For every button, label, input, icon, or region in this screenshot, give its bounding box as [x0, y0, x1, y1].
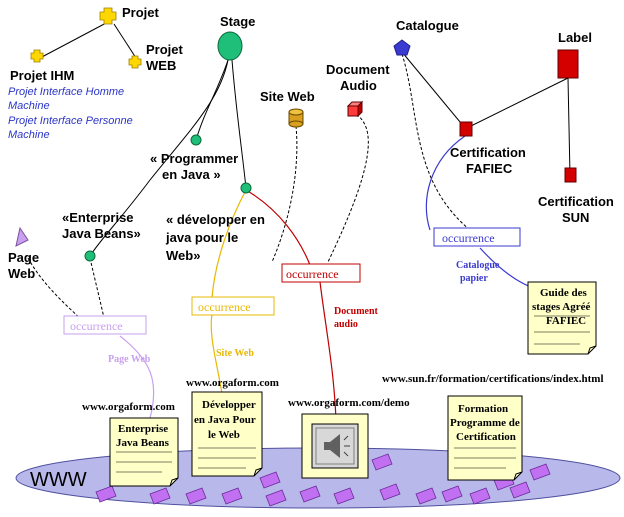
programmer-node-icon	[190, 134, 202, 146]
url-orgaform-2: www.orgaform.com	[82, 401, 175, 413]
cert-fafiec-label-1: Certification	[450, 145, 526, 160]
developper-label-1: « développer en	[166, 212, 265, 227]
guide-text-3: FAFIEC	[546, 315, 586, 327]
cert-sun-icon	[564, 167, 577, 183]
cert-sun-label-2: SUN	[562, 210, 589, 225]
document-audio-label-2: Audio	[340, 78, 377, 93]
association-lines	[39, 21, 571, 257]
cert-sun-label-1: Certification	[538, 194, 614, 209]
projet-label: Projet	[122, 5, 160, 20]
document-audio-label-1: Document	[326, 62, 390, 77]
enterprise-java-beans-doc: Enterprise Java Beans	[109, 417, 179, 487]
dev-doc-text-1: Développer	[202, 399, 256, 411]
developper-label-3: Web»	[166, 248, 200, 263]
occurrence-site-text: occurrence	[198, 300, 251, 314]
audio-connector	[327, 111, 369, 263]
ejb-node-icon	[84, 250, 96, 262]
occurrence-audio-text: occurrence	[286, 267, 339, 281]
ejb-doc-text-1: Enterprise	[118, 423, 168, 435]
ejb-connector	[89, 257, 105, 319]
formation-text-3: Certification	[456, 431, 516, 443]
ihm-variant-2: Machine	[8, 100, 50, 112]
page-web-icon	[15, 226, 29, 247]
audio-to-doc-line	[319, 281, 337, 421]
guide-text-1: Guide des	[540, 287, 587, 299]
role-document-audio-2: audio	[334, 319, 358, 330]
occurrence-page-box: occurrence	[63, 315, 147, 335]
projet-web-label-1: Projet	[146, 42, 184, 57]
ihm-variant-1: Projet Interface Homme	[8, 86, 124, 98]
audio-player-doc	[301, 413, 369, 479]
site-web-connector	[271, 125, 298, 263]
ejb-doc-text-2: Java Beans	[116, 437, 170, 449]
developper-label-2: java pour le	[165, 230, 238, 245]
www-label: WWW	[30, 469, 87, 491]
role-catalogue-papier-2: papier	[460, 273, 488, 284]
occurrence-page-text: occurrence	[70, 319, 123, 333]
site-web-label: Site Web	[260, 89, 315, 104]
projet-web-icon	[128, 55, 142, 69]
role-catalogue-papier-1: Catalogue	[456, 260, 500, 271]
developper-node-icon	[240, 182, 252, 194]
stage-icon	[217, 31, 243, 61]
label-icon	[557, 49, 579, 79]
projet-ihm-icon	[30, 49, 44, 63]
document-audio-icon	[346, 100, 364, 118]
ihm-variant-4: Machine	[8, 129, 50, 141]
url-orgaform-1: www.orgaform.com	[186, 377, 279, 389]
occurrence-catalogue-text: occurrence	[442, 231, 495, 245]
role-page-web: Page Web	[108, 354, 151, 365]
occurrence-site-box: occurrence	[191, 296, 275, 316]
ejb-label-1: «Enterprise	[62, 210, 134, 225]
page-web-label-2: Web	[8, 266, 35, 281]
ihm-variant-3: Projet Interface Personne	[8, 115, 133, 127]
guide-text-2: stages Agréé	[532, 301, 590, 313]
stage-label: Stage	[220, 14, 255, 29]
projet-web-label-2: WEB	[146, 58, 176, 73]
dev-to-audio-line	[245, 189, 311, 266]
site-web-icon	[288, 108, 304, 128]
occurrence-catalogue-box: occurrence	[433, 227, 521, 247]
programmer-label-2: en Java »	[162, 167, 221, 182]
url-orgaform-demo: www.orgaform.com/demo	[288, 397, 410, 409]
formation-text-1: Formation	[458, 403, 508, 415]
speaker-icon	[324, 434, 350, 458]
cert-fafiec-label-2: FAFIEC	[466, 161, 513, 176]
programmer-label-1: « Programmer	[150, 151, 238, 166]
cert-to-catalogue-line	[425, 135, 466, 231]
dev-to-site-line	[211, 189, 247, 299]
page-web-label-1: Page	[8, 250, 39, 265]
projet-icon	[99, 7, 117, 25]
page-to-doc-line	[119, 335, 155, 419]
dev-doc-text-3: le Web	[208, 429, 240, 441]
url-sun: www.sun.fr/formation/certifications/inde…	[382, 373, 604, 385]
ejb-label-2: Java Beans»	[62, 226, 141, 241]
catalogue-icon	[393, 39, 411, 56]
role-site-web: Site Web	[216, 348, 254, 359]
formation-certification-doc: Formation Programme de Certification	[447, 395, 523, 481]
role-document-audio-1: Document	[334, 306, 379, 317]
projet-ihm-label: Projet IHM	[10, 68, 74, 83]
dev-doc-text-2: en Java Pour	[194, 414, 256, 426]
label-label: Label	[558, 30, 592, 45]
catalogue-connector	[401, 53, 471, 231]
occurrence-audio-box: occurrence	[281, 263, 361, 283]
formation-text-2: Programme de	[450, 417, 520, 429]
page-web-connector	[27, 257, 81, 319]
guide-fafiec-doc: Guide des stages Agréé FAFIEC	[527, 281, 597, 355]
catalogue-label: Catalogue	[396, 18, 459, 33]
developper-java-doc: Développer en Java Pour le Web	[191, 391, 263, 477]
web-pages-cluster	[95, 453, 551, 507]
cert-fafiec-icon	[459, 121, 473, 137]
